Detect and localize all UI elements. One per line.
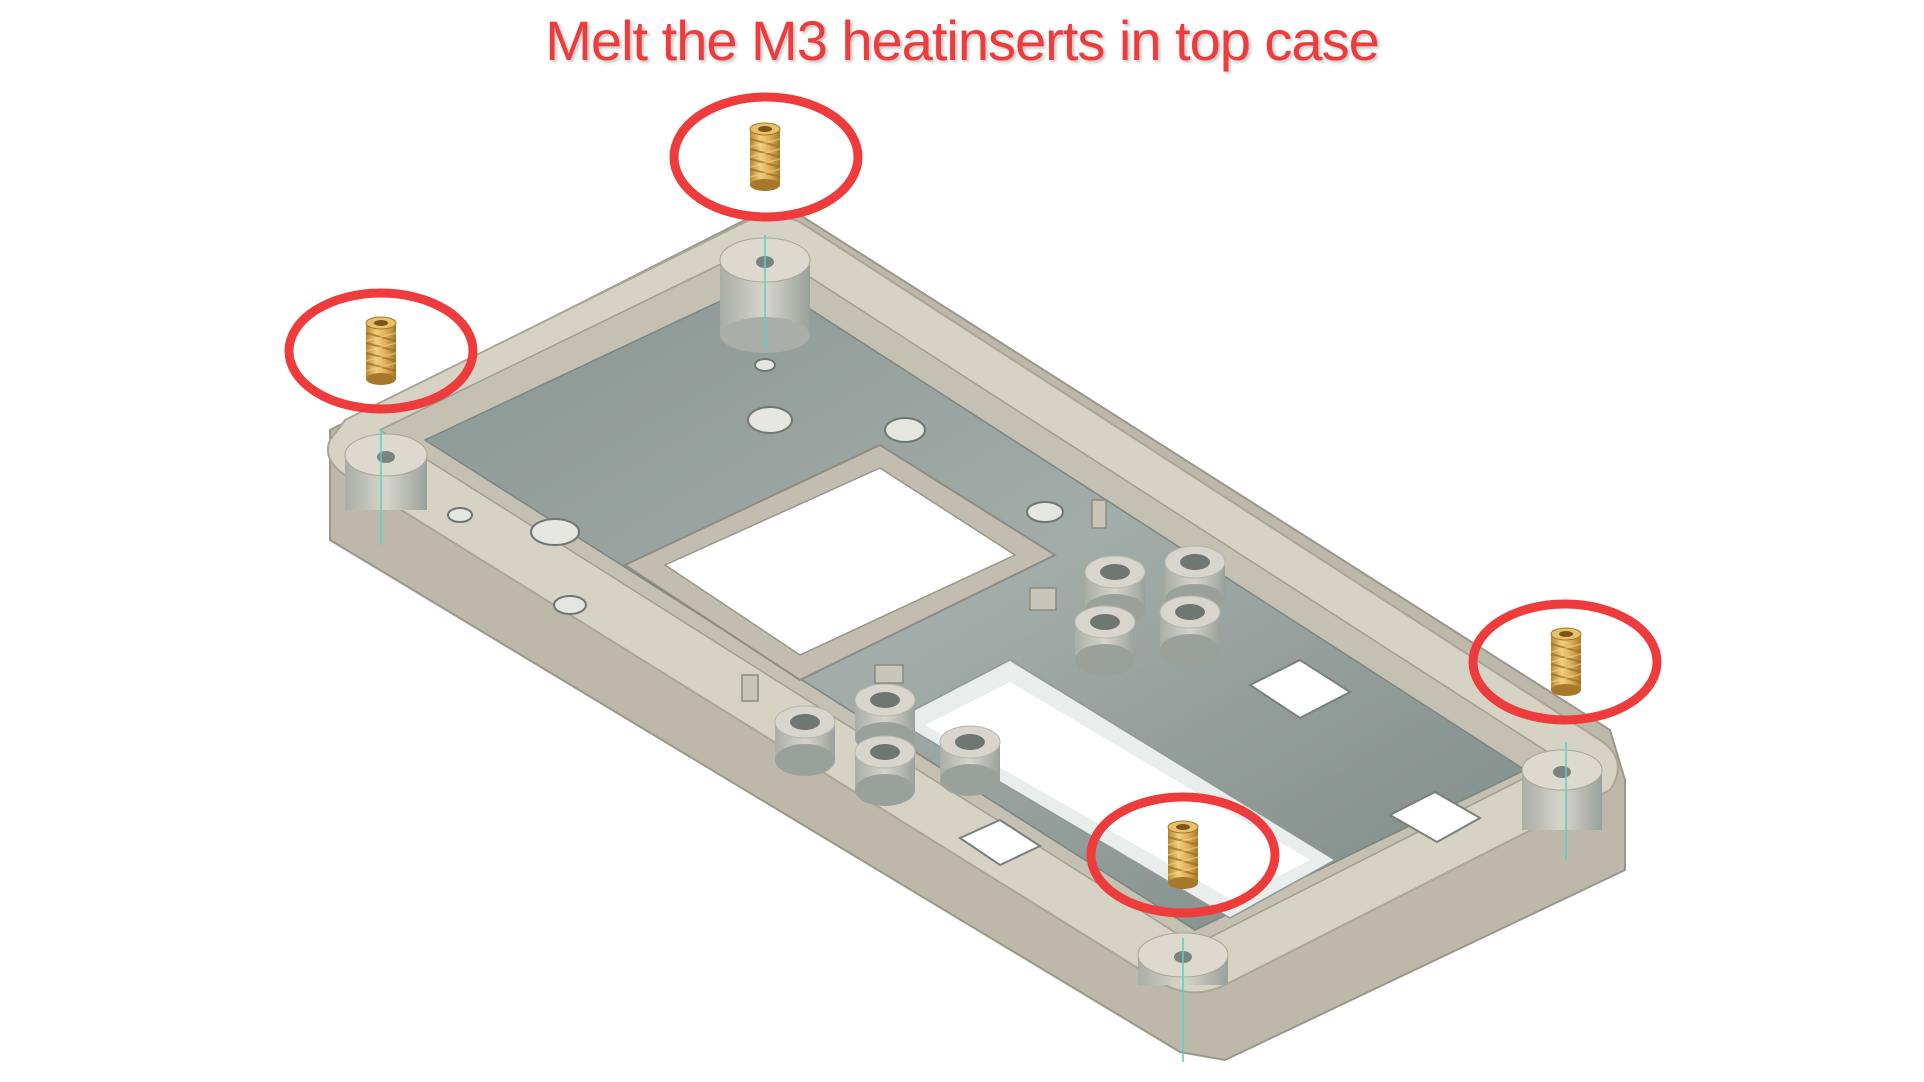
standoff-8: [939, 725, 1001, 797]
instruction-title: Melt the M3 heatinserts in top case: [545, 9, 1379, 72]
highlight-circle-right: [1468, 599, 1662, 725]
floor-holes: [447, 358, 1064, 615]
display-cutout: [622, 443, 1058, 682]
highlight-circle-front: [1086, 792, 1280, 918]
corner-post-right: [1521, 749, 1603, 830]
standoff-7: [854, 735, 916, 807]
heatinsert-front: [1167, 820, 1199, 890]
case-clips: [741, 499, 1107, 702]
heatinsert-left: [365, 316, 397, 386]
button-cutout-1: [1248, 658, 1352, 720]
highlight-circle-left: [284, 288, 478, 414]
highlight-circles: [284, 92, 1662, 918]
corner-post-left: [344, 433, 428, 510]
standoff-5: [774, 705, 836, 777]
heatinsert-back: [749, 122, 781, 192]
standoff-3: [1074, 605, 1136, 677]
button-cutout-2: [1387, 790, 1483, 844]
top-case: [326, 213, 1626, 1062]
insertion-axis-lines: [380, 235, 1567, 1062]
heatinsert-right: [1550, 627, 1582, 697]
lower-cutout: [893, 659, 1337, 919]
highlight-circle-back: [669, 92, 863, 222]
standoff-4: [1159, 595, 1221, 667]
button-cutout-3: [957, 818, 1043, 867]
